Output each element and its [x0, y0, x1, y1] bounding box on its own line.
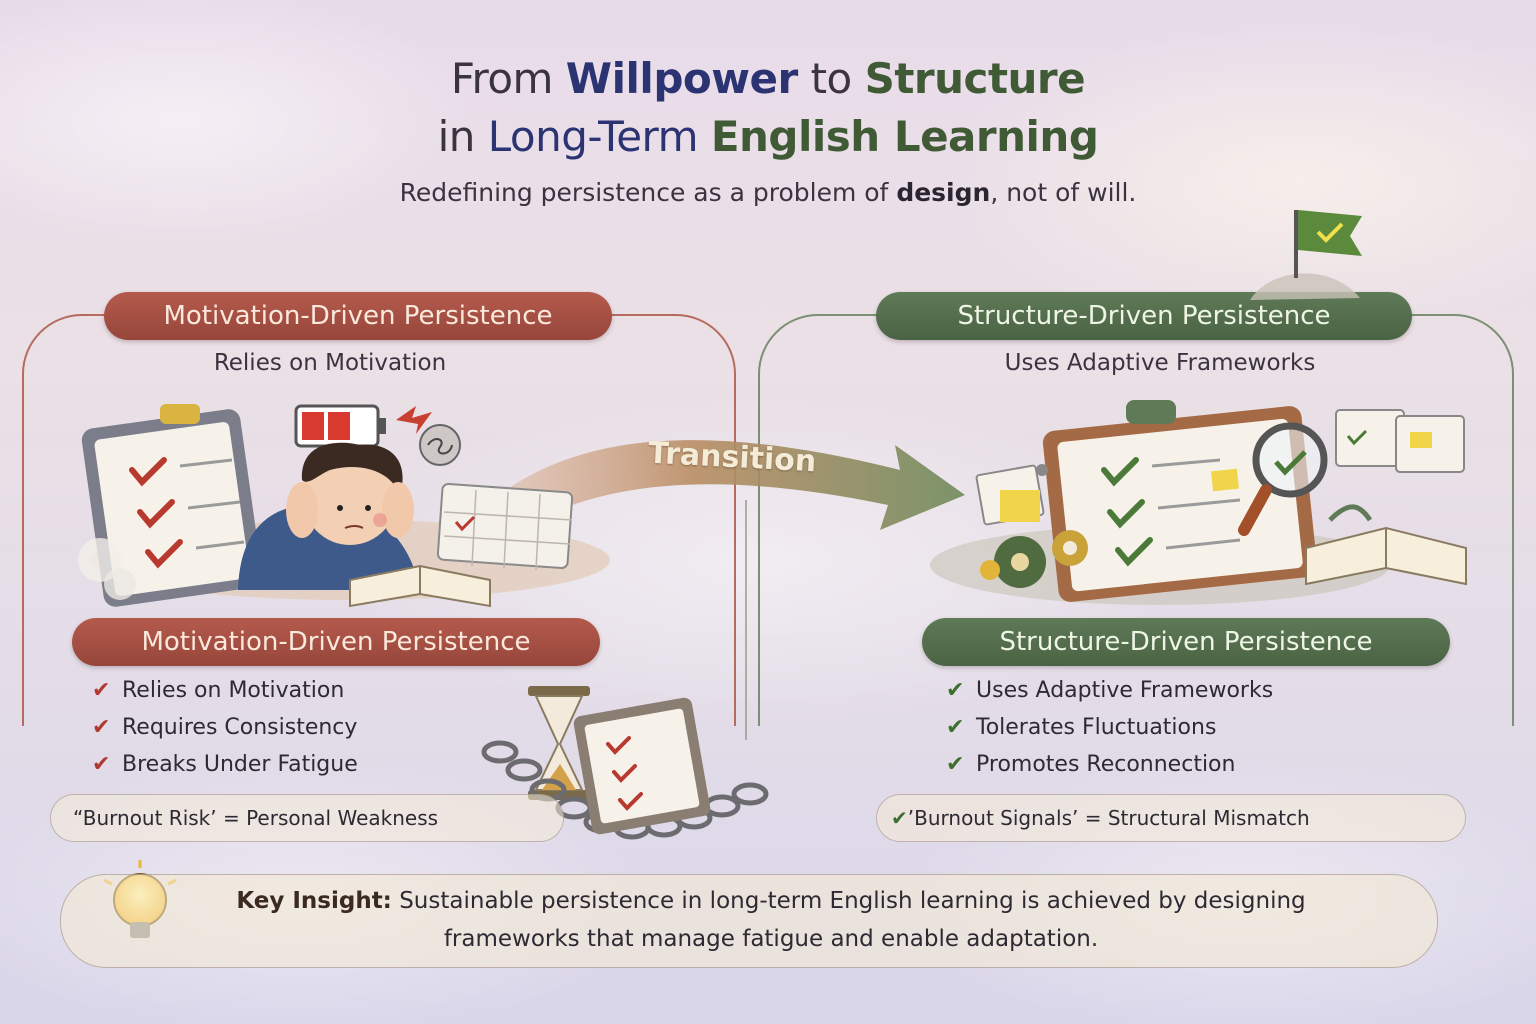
right-burnout-note: ✔’Burnout Signals’ = Structural Mismatch: [876, 794, 1466, 842]
stressed-student-icon: [238, 442, 420, 590]
list-item: ✔Breaks Under Fatigue: [92, 746, 358, 783]
title-willpower: Willpower: [565, 54, 798, 103]
check-icon: ✔: [946, 752, 965, 777]
check-icon: ✔: [92, 678, 111, 703]
page-title: From Willpower to Structure in Long-Term…: [0, 50, 1536, 166]
check-icon: ✔: [946, 678, 965, 703]
battery-low-icon: [294, 404, 432, 448]
left-lower-header-pill: Motivation-Driven Persistence: [72, 618, 600, 666]
flag-icon: [1250, 210, 1362, 300]
list-item: ✔Promotes Reconnection: [946, 746, 1273, 783]
key-insight-box: [60, 874, 1438, 968]
left-checklist: ✔Relies on Motivation ✔Requires Consiste…: [92, 672, 358, 783]
sticky-notes-icon: [975, 464, 1048, 526]
key-insight-label: Key Insight:: [236, 888, 392, 914]
left-header-pill: Motivation-Driven Persistence: [104, 292, 612, 340]
right-header-pill: Structure-Driven Persistence: [876, 292, 1412, 340]
calendar-icon: [436, 482, 574, 571]
subtitle: Redefining persistence as a problem of d…: [399, 178, 1137, 207]
transition-arrow: [470, 440, 965, 530]
key-insight-text: Key Insight: Sustainable persistence in …: [236, 888, 1306, 952]
chained-clipboard-icon: [573, 697, 711, 835]
right-lower-header-pill: Structure-Driven Persistence: [922, 618, 1450, 666]
open-book-icon: [349, 564, 491, 608]
left-burnout-note: “Burnout Risk’ = Personal Weakness: [50, 794, 564, 842]
list-item: ✔Uses Adaptive Frameworks: [946, 672, 1273, 709]
check-icon: ✔: [891, 806, 908, 830]
list-item: ✔Requires Consistency: [92, 709, 358, 746]
right-checklist: ✔Uses Adaptive Frameworks ✔Tolerates Flu…: [946, 672, 1273, 783]
check-icon: ✔: [92, 715, 111, 740]
title-line-1: From Willpower to Structure: [450, 54, 1086, 103]
open-book-right-icon: [1305, 504, 1467, 586]
check-icon: ✔: [946, 715, 965, 740]
check-icon: ✔: [92, 752, 111, 777]
magnifier-icon: [1238, 422, 1328, 536]
right-subheader: Uses Adaptive Frameworks: [1004, 350, 1316, 376]
center-divider: [745, 500, 747, 740]
left-subheader: Relies on Motivation: [213, 350, 447, 376]
title-structure: Structure: [864, 54, 1086, 103]
list-item: ✔Relies on Motivation: [92, 672, 358, 709]
clipboard-icon: [81, 404, 263, 607]
adaptive-clipboard-icon: [1042, 400, 1318, 602]
title-line-2: in Long-Term English Learning: [437, 112, 1099, 161]
notes-icon: [1335, 409, 1465, 473]
gears-icon: [980, 530, 1088, 588]
list-item: ✔Tolerates Fluctuations: [946, 709, 1273, 746]
stress-scribble-icon: [419, 424, 461, 466]
